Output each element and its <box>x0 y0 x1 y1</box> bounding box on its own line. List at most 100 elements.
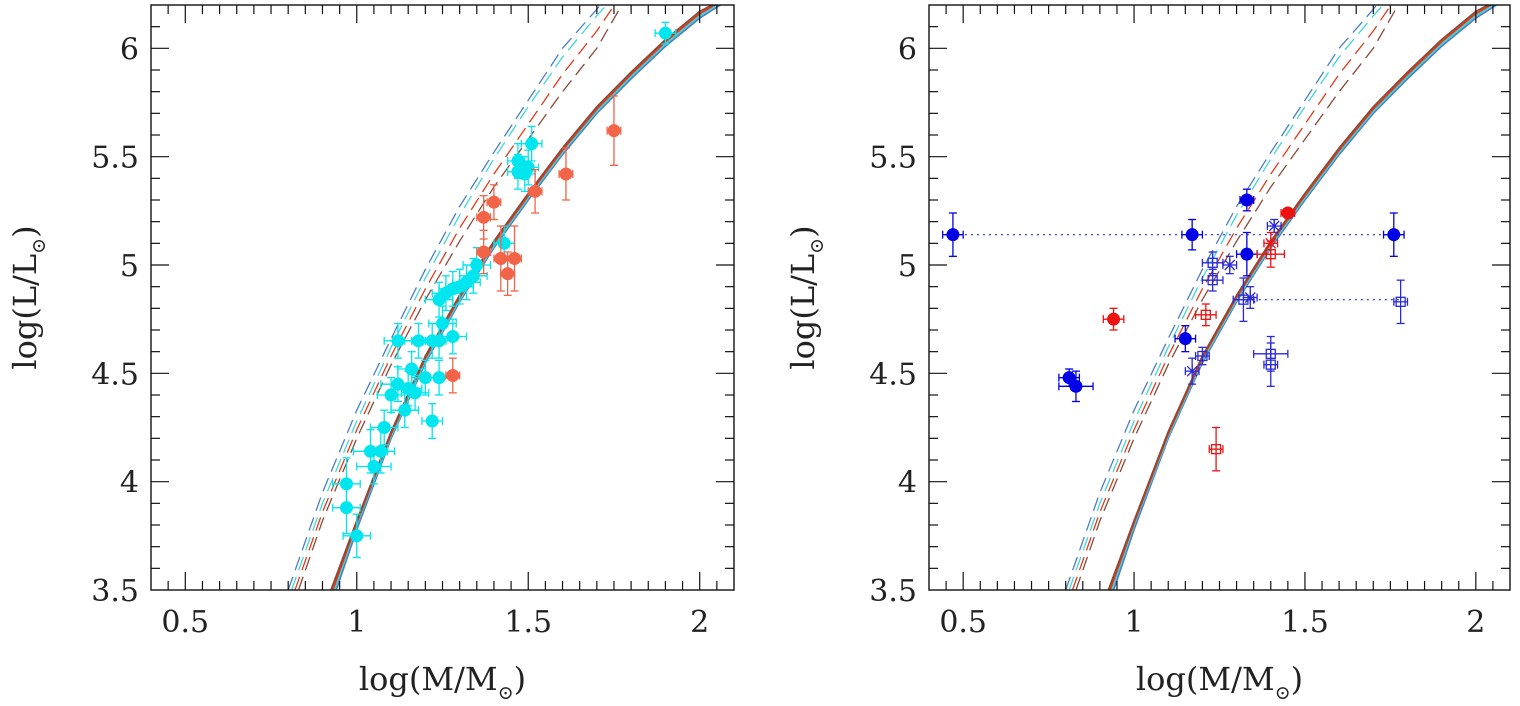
point-marker <box>1207 257 1218 268</box>
left-y-axis-label-text: log(L/L <box>6 254 44 370</box>
right-data-point-3-0 <box>1194 303 1217 327</box>
left-data-point-1-0 <box>445 357 461 394</box>
point-marker <box>408 386 422 400</box>
point-marker <box>436 317 449 330</box>
point-marker <box>470 258 484 272</box>
right-track-solid-2 <box>1109 5 1493 590</box>
point-marker <box>1387 228 1401 242</box>
right-data-point-2-5 <box>1263 342 1279 387</box>
right-data-point-0-6 <box>1235 231 1258 277</box>
right-data-point-4-0 <box>1184 357 1200 385</box>
right-plot-frame <box>928 4 1511 591</box>
left-y-axis-sun-symbol: ⊙ <box>28 238 50 254</box>
point-marker <box>1265 359 1276 370</box>
left-track-solid-2 <box>331 5 717 590</box>
point-marker <box>1265 237 1277 250</box>
left-plot-content <box>287 5 722 590</box>
left-data-point-0-4 <box>356 448 392 485</box>
left-axis-ticks <box>151 5 734 590</box>
right-y-axis-sun-symbol: ⊙ <box>806 238 828 254</box>
right-data-point-4-3 <box>1266 218 1282 234</box>
right-data-point-4-2 <box>1242 286 1258 309</box>
left-data-point-0-23 <box>438 318 468 355</box>
point-marker <box>432 371 446 385</box>
point-marker <box>658 26 672 40</box>
point-marker <box>477 210 491 224</box>
right-y-tick-label: 6 <box>898 32 917 67</box>
left-x-tick-label: 1 <box>347 605 366 640</box>
left-data-point-0-2 <box>342 513 372 559</box>
point-marker <box>501 267 515 281</box>
right-y-axis-label-text: log(L/L <box>784 254 822 370</box>
left-data-point-0-21 <box>428 305 457 342</box>
left-data-point-0-1 <box>332 481 361 535</box>
point-marker <box>528 184 542 198</box>
right-x-axis-label-text: log(M/M <box>1136 660 1275 698</box>
point-marker <box>607 124 621 138</box>
right-track-solid-1 <box>1110 5 1495 590</box>
left-track-solid-3 <box>330 5 715 590</box>
point-marker <box>1240 247 1254 261</box>
right-data-point-0-5 <box>1239 188 1255 212</box>
right-data-point-2-1 <box>1201 268 1224 292</box>
left-x-axis-label: log(M/M⊙) <box>359 660 526 704</box>
right-data-point-0-7 <box>1382 212 1405 257</box>
left-x-axis-sun-symbol: ⊙ <box>498 682 514 704</box>
point-marker <box>497 236 511 250</box>
left-data-point-1-9 <box>606 95 622 166</box>
right-y-tick-label: 5 <box>898 249 917 284</box>
point-marker <box>477 245 491 259</box>
left-x-axis-close-paren: ) <box>514 660 526 698</box>
left-data-point-0-33 <box>517 149 540 186</box>
left-data-point-0-35 <box>654 21 677 45</box>
right-data-point-2-6 <box>1393 279 1409 325</box>
right-x-axis-sun-symbol: ⊙ <box>1275 682 1291 704</box>
point-marker <box>367 460 381 473</box>
left-y-axis-close-paren: ) <box>6 225 44 237</box>
left-data-point-1-6 <box>507 225 523 292</box>
right-y-tick-label: 4.5 <box>869 357 917 392</box>
left-data-point-1-2 <box>476 195 492 240</box>
left-data-point-1-1 <box>476 229 492 275</box>
point-marker <box>487 195 501 209</box>
point-marker <box>1185 228 1199 242</box>
point-marker <box>511 154 525 168</box>
left-x-axis-label-text: log(M/M <box>359 660 498 698</box>
point-marker <box>1268 220 1280 232</box>
left-data-point-0-6 <box>369 409 399 446</box>
left-data-point-0-16 <box>421 403 444 439</box>
right-x-axis-close-paren: ) <box>1291 660 1303 698</box>
right-track-dashed-5 <box>1068 5 1384 590</box>
point-marker <box>1240 193 1254 207</box>
left-y-tick-label: 3.5 <box>91 574 139 609</box>
right-axis-ticks <box>929 5 1510 590</box>
point-marker <box>1210 444 1222 455</box>
left-y-tick-label: 4 <box>120 466 139 501</box>
right-track-solid-3 <box>1107 5 1491 590</box>
left-x-tick-label: 2 <box>690 605 709 640</box>
point-marker <box>1244 291 1256 304</box>
point-marker <box>425 414 439 428</box>
left-x-tick-label: 1.5 <box>504 605 552 640</box>
left-track-dashed-6 <box>294 5 616 590</box>
left-y-tick-label: 5 <box>120 249 139 284</box>
right-track-dashed-4 <box>1065 5 1378 590</box>
right-data-point-0-0 <box>942 212 964 257</box>
right-y-tick-label: 4 <box>898 466 917 501</box>
right-x-tick-label: 2 <box>1466 605 1485 640</box>
right-track-dashed-6 <box>1071 5 1392 590</box>
right-data-point-2-2 <box>1194 346 1210 366</box>
right-x-tick-label: 0.5 <box>939 605 987 640</box>
right-x-tick-label: 1.5 <box>1281 605 1329 640</box>
point-marker <box>559 167 573 181</box>
right-data-point-0-3 <box>1174 325 1197 353</box>
left-data-point-1-4 <box>493 225 509 292</box>
point-marker <box>508 252 522 265</box>
point-marker <box>1186 365 1198 378</box>
right-data-point-3-1 <box>1208 426 1224 472</box>
point-marker <box>1224 259 1236 271</box>
